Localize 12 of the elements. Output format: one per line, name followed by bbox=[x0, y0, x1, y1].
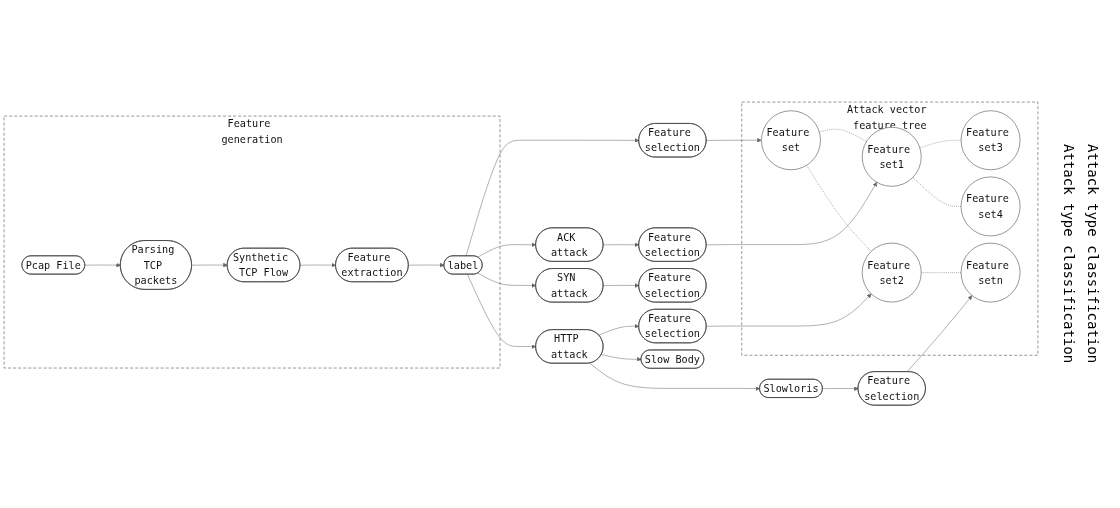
node-circle: Feature set bbox=[761, 110, 821, 171]
node-circle: Feature setn bbox=[960, 243, 1021, 303]
node-circle: Feature set4 bbox=[960, 177, 1021, 237]
connector bbox=[819, 129, 867, 143]
node-circle: Feature set2 bbox=[861, 243, 922, 303]
connector bbox=[921, 272, 962, 274]
vertical-note: Attack type classification bbox=[1085, 144, 1101, 364]
connector bbox=[919, 140, 962, 149]
connector bbox=[912, 177, 962, 208]
connector bbox=[806, 165, 872, 252]
vertical-note: Attack type classification bbox=[1061, 144, 1077, 364]
node-circle: Feature set3 bbox=[960, 110, 1021, 171]
